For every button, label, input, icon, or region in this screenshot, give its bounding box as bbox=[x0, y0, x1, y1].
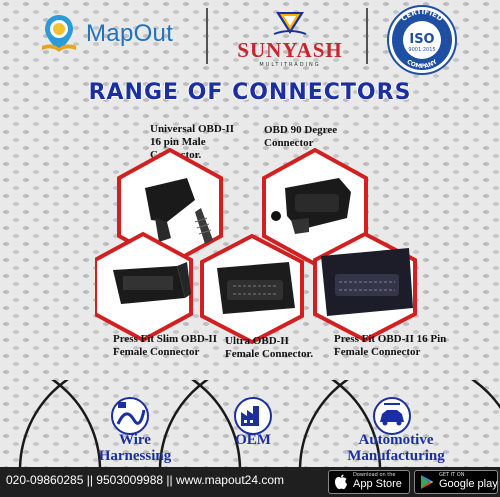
connector-caption-90-degree: OBD 90 Degree Connector bbox=[264, 124, 374, 150]
mapout-logo: MapOut bbox=[38, 12, 198, 56]
iso-mark: ISO bbox=[409, 32, 434, 47]
press-fit-connector-icon bbox=[321, 248, 413, 316]
cable-icon bbox=[111, 397, 149, 435]
category-oem: OEM bbox=[213, 432, 293, 448]
caption-line: Female Connector bbox=[113, 346, 200, 358]
sunyash-tagline: MULTITRADING bbox=[259, 62, 321, 68]
category-line: Wire bbox=[119, 432, 151, 448]
caption-line: Ultra OBD-II bbox=[225, 335, 289, 347]
google-play-badge[interactable]: GET IT ON Google play bbox=[414, 470, 498, 494]
connector-hex-90-degree bbox=[262, 148, 368, 267]
mapout-logo-text: MapOut bbox=[86, 20, 174, 47]
google-play-label: Google play bbox=[439, 478, 498, 490]
header-divider bbox=[206, 8, 208, 64]
contact-info: 020-09860285 || 9503009988 || www.mapout… bbox=[6, 473, 284, 487]
header-divider bbox=[366, 8, 368, 64]
connector-gallery bbox=[95, 148, 417, 345]
caption-line: Female Connector. bbox=[225, 348, 314, 360]
angled-connector-icon bbox=[271, 178, 351, 234]
caption-line: Press Fit OBD-II 16 Pin bbox=[334, 333, 447, 345]
caption-line: 16 pin Male bbox=[150, 136, 206, 148]
page-title: RANGE OF CONNECTORS bbox=[88, 80, 412, 105]
caption-line: Connector bbox=[264, 137, 314, 149]
male-connector-icon bbox=[145, 178, 213, 244]
caption-line: OBD 90 Degree bbox=[264, 124, 338, 136]
app-store-label: App Store bbox=[353, 478, 402, 490]
footer-bar: 020-09860285 || 9503009988 || www.mapout… bbox=[0, 467, 500, 497]
apple-icon bbox=[335, 474, 347, 490]
category-line: OEM bbox=[235, 432, 271, 448]
sunyash-emblem-icon bbox=[273, 12, 307, 35]
caption-line: Female Connector bbox=[334, 346, 421, 358]
category-line: Manufacturing bbox=[347, 448, 445, 464]
sunyash-logo: SUNYASH MULTITRADING bbox=[230, 8, 350, 68]
play-icon bbox=[421, 475, 433, 489]
app-store-small: Download on the bbox=[353, 472, 396, 478]
slim-connector-icon bbox=[113, 262, 191, 304]
car-icon bbox=[373, 397, 411, 435]
connector-caption-press-fit: Press Fit OBD-II 16 Pin Female Connector bbox=[334, 333, 474, 359]
sunyash-name: SUNYASH bbox=[237, 38, 343, 62]
map-pin-icon bbox=[42, 15, 76, 52]
app-store-badge[interactable]: Download on the App Store bbox=[328, 470, 410, 494]
caption-line: Press Fit Slim OBD-II bbox=[113, 333, 217, 345]
category-wire-harnessing: Wire Harnessing bbox=[80, 432, 190, 464]
category-line: Harnessing bbox=[98, 448, 172, 464]
connector-hex-press-fit bbox=[313, 231, 417, 343]
connector-caption-slim: Press Fit Slim OBD-II Female Connector bbox=[113, 333, 233, 359]
caption-line: Universal OBD-II bbox=[150, 123, 235, 135]
factory-icon bbox=[234, 397, 272, 435]
iso-standard: 9001:2015 bbox=[408, 47, 435, 53]
connector-hex-slim bbox=[95, 231, 193, 343]
category-line: Automotive bbox=[358, 432, 434, 448]
google-play-small: GET IT ON bbox=[439, 472, 465, 478]
ultra-connector-icon bbox=[217, 262, 295, 314]
category-arches bbox=[18, 380, 500, 470]
connector-hex-ultra bbox=[200, 233, 304, 345]
iso-seal-icon: CERTIFIED COMPANY ISO 9001:2015 bbox=[387, 5, 457, 75]
category-automotive-manufacturing: Automotive Manufacturing bbox=[336, 432, 456, 464]
connector-caption-ultra: Ultra OBD-II Female Connector. bbox=[225, 335, 335, 361]
